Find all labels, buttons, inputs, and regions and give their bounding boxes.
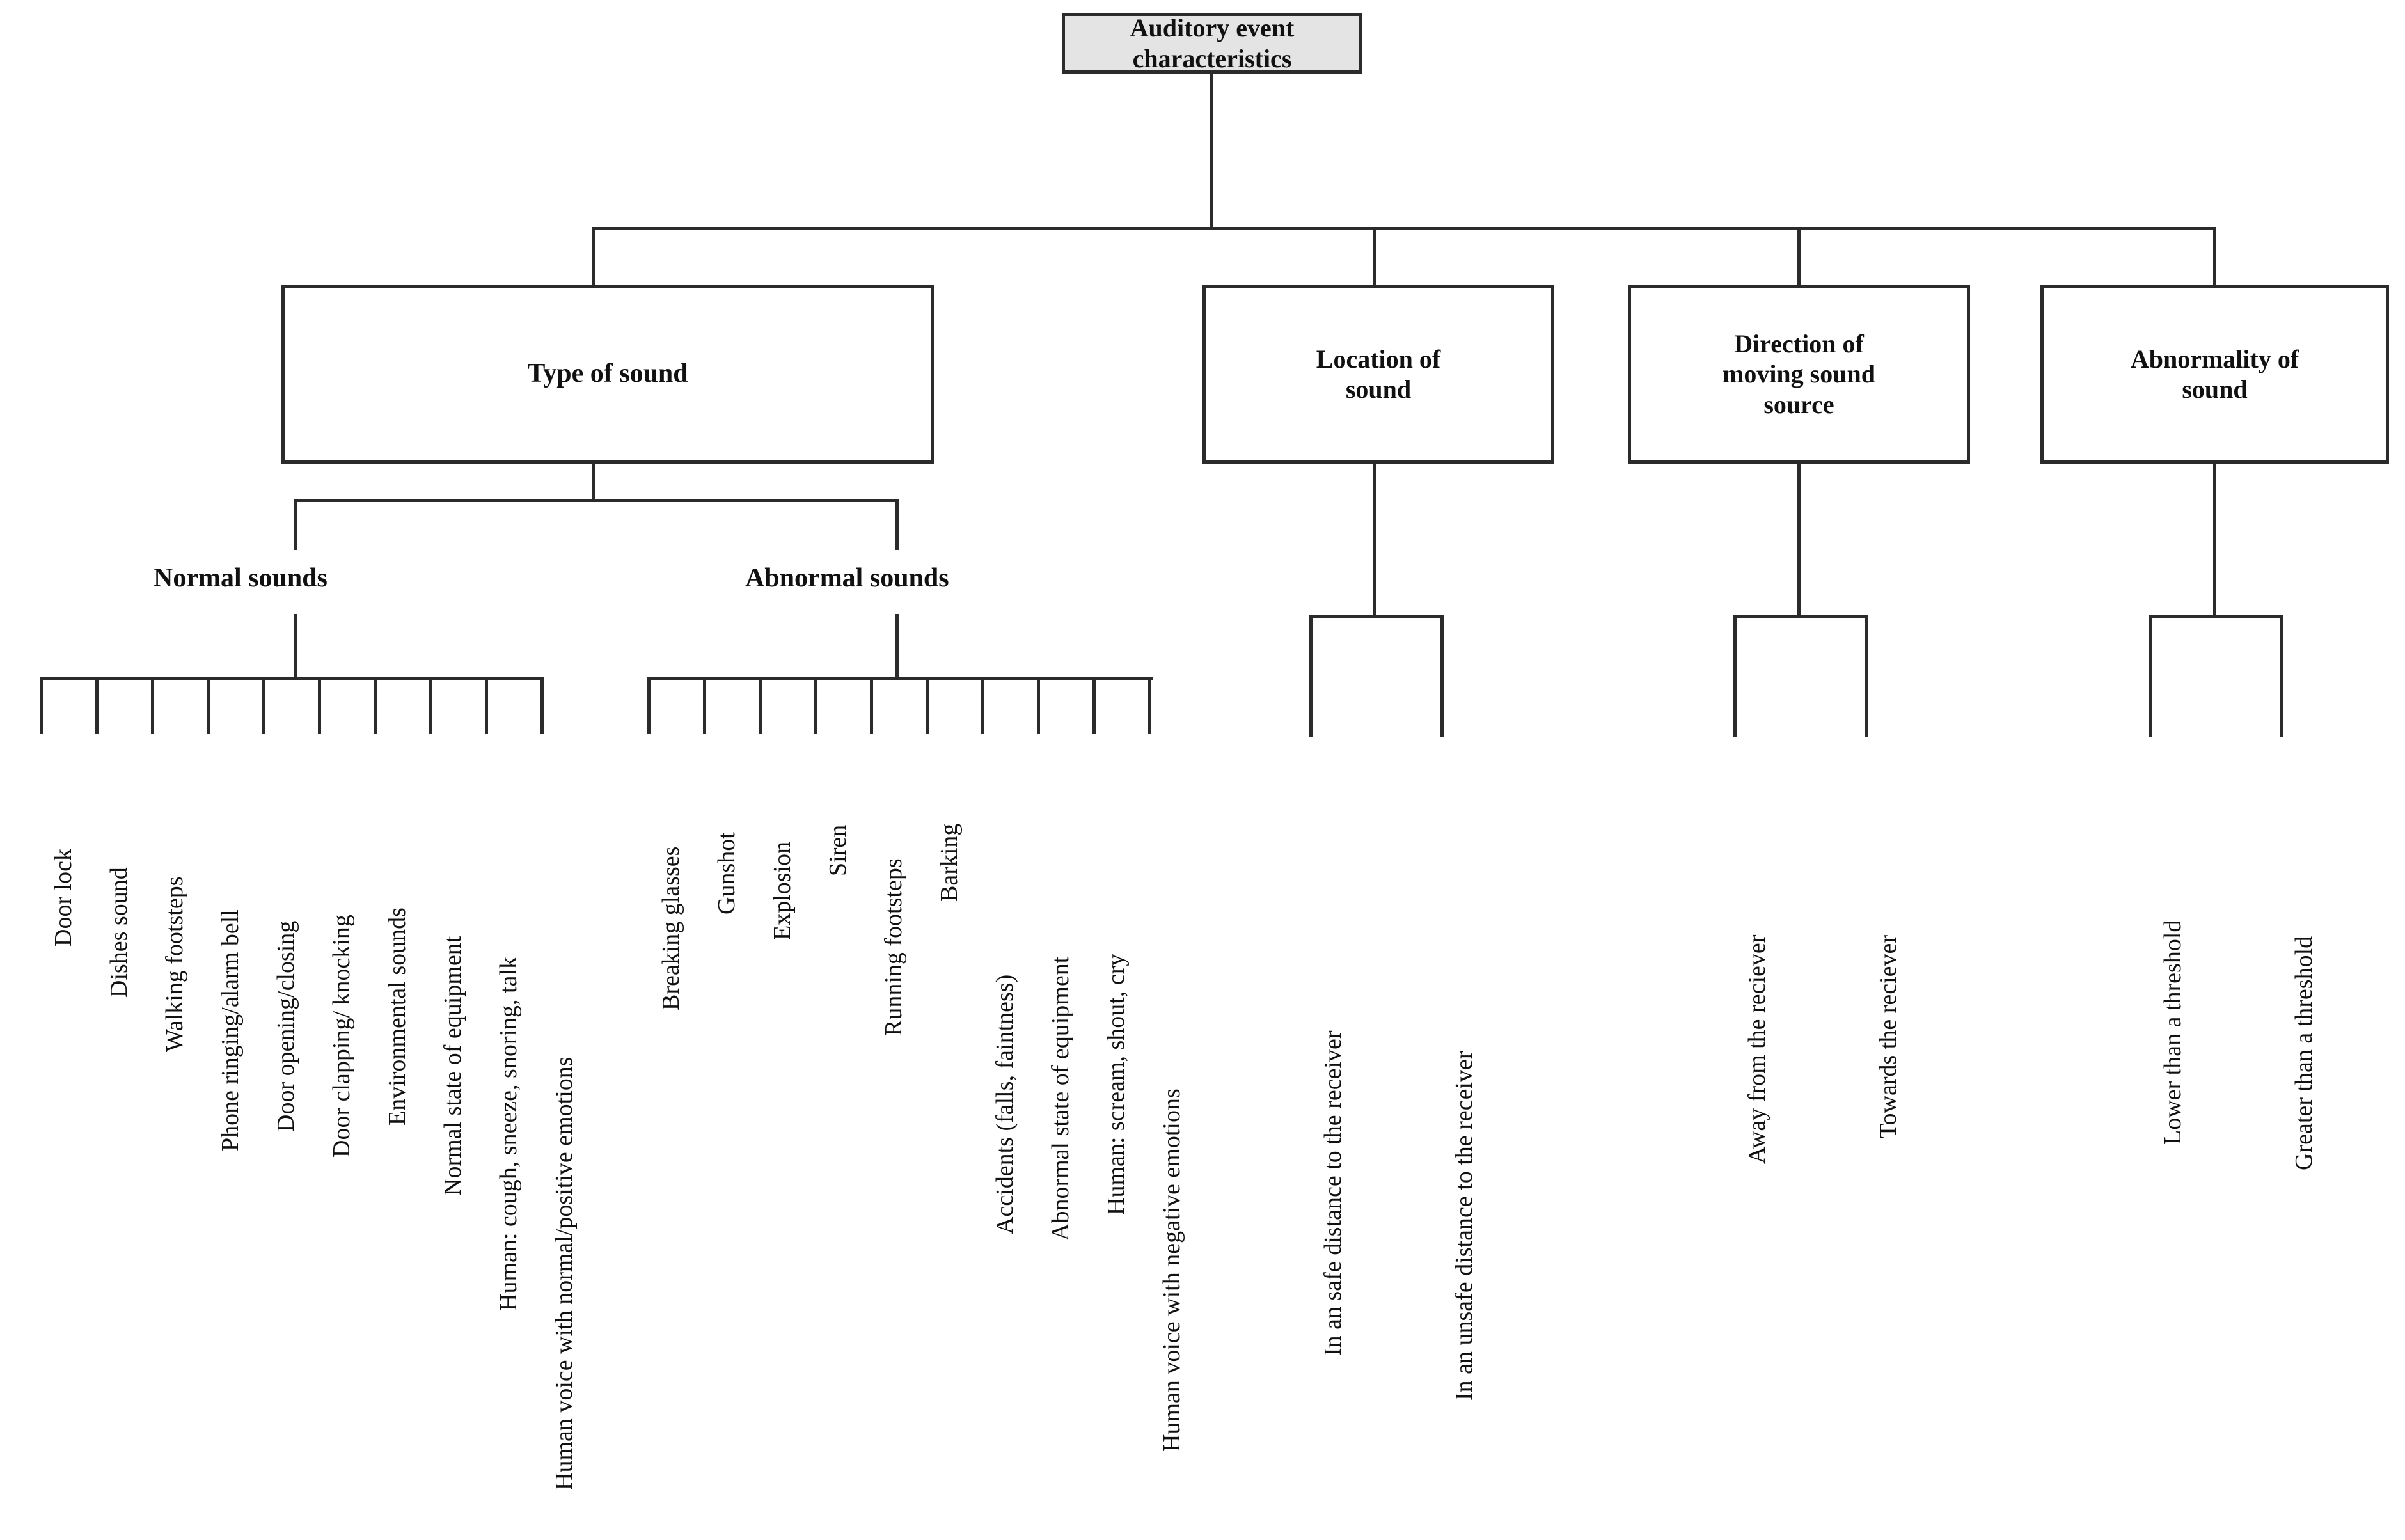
leaf-abnormal-1: Breaking glasses (658, 846, 684, 1010)
tick-abnormality-2 (2280, 615, 2283, 737)
tick-normal-9 (485, 677, 488, 734)
leaf-abnormal-6: Barking (936, 823, 963, 902)
node-direction-of-moving-sound-source: Direction of moving sound source (1628, 285, 1970, 464)
node-root: Auditory event characteristics (1062, 13, 1362, 74)
connector-abnormality-stem (2213, 464, 2216, 617)
leaf-normal-10: Human voice with normal/positive emotion… (551, 1057, 578, 1490)
connector-bus-to-abnormality (2213, 227, 2216, 285)
node-type-of-sound: Type of sound (281, 285, 934, 464)
connector-direction-bar (1733, 615, 1868, 618)
leaf-normal-8: Normal state of equipment (439, 936, 466, 1196)
connector-bus-to-location (1373, 227, 1376, 285)
leaf-abnormality-1: Lower than a threshold (2159, 920, 2186, 1145)
leaf-normal-3: Walking footsteps (161, 876, 188, 1052)
connector-location-stem (1373, 464, 1376, 617)
connector-abnormal-comb-bar (647, 677, 1153, 680)
tick-abnormal-4 (814, 677, 817, 734)
connector-abnormality-bar (2149, 615, 2283, 618)
node-direction-label-line1: Direction of (1734, 329, 1864, 359)
tick-normal-5 (262, 677, 265, 734)
node-location-of-sound: Location of sound (1202, 285, 1554, 464)
connector-normal-stem (294, 614, 297, 678)
tick-abnormal-6 (926, 677, 929, 734)
tick-location-2 (1440, 615, 1444, 737)
leaf-direction-2: Towards the reciever (1875, 934, 1902, 1138)
leaf-location-1: In an safe distance to the receiver (1320, 1030, 1346, 1356)
leaf-normal-9: Human: cough, sneeze, snoring, talk (495, 956, 522, 1311)
leaf-abnormal-10: Human voice with negative emotions (1158, 1088, 1185, 1452)
connector-type-stem (592, 464, 595, 501)
tick-normal-1 (40, 677, 43, 734)
tick-abnormal-5 (870, 677, 873, 734)
connector-abnormal-stem (895, 614, 899, 678)
tick-normal-6 (318, 677, 321, 734)
node-direction-label-line2: moving sound (1723, 359, 1875, 389)
tick-direction-1 (1733, 615, 1737, 737)
leaf-normal-6: Door clapping/ knocking (328, 915, 355, 1158)
tick-location-1 (1309, 615, 1313, 737)
leaf-normal-5: Door opening/closing (272, 920, 299, 1132)
tick-normal-10 (540, 677, 544, 734)
leaf-abnormal-5: Running footsteps (880, 858, 907, 1036)
node-type-of-sound-label: Type of sound (527, 359, 688, 389)
connector-location-bar (1309, 615, 1444, 618)
node-location-of-sound-label-line1: Location of (1316, 344, 1441, 373)
tick-normal-2 (95, 677, 99, 734)
connector-root-stem (1210, 74, 1213, 229)
node-abnormality-of-sound: Abnormality of sound (2040, 285, 2389, 464)
leaf-abnormal-8: Abnormal state of equipment (1047, 956, 1074, 1241)
tick-normal-4 (207, 677, 210, 734)
leaf-abnormal-3: Explosion (769, 841, 796, 940)
leaf-abnormal-7: Accidents (falls, faintness) (991, 974, 1018, 1234)
tick-normal-3 (151, 677, 154, 734)
connector-type-bus (294, 499, 899, 502)
leaf-normal-1: Door lock (50, 848, 77, 947)
node-normal-sounds-label: Normal sounds (154, 563, 327, 593)
tick-direction-2 (1865, 615, 1868, 737)
leaf-normal-4: Phone ringing/alarm bell (217, 909, 244, 1151)
leaf-abnormal-9: Human: scream, shout, cry (1103, 954, 1130, 1215)
node-abnormality-label-line1: Abnormality of (2130, 344, 2299, 373)
node-direction-label-line3: source (1763, 389, 1834, 419)
tick-normal-7 (374, 677, 377, 734)
connector-bus-to-direction (1797, 227, 1801, 285)
tick-abnormal-3 (759, 677, 762, 734)
tick-abnormal-2 (703, 677, 706, 734)
tick-abnormal-8 (1037, 677, 1040, 734)
leaf-normal-7: Environmental sounds (384, 908, 411, 1126)
connector-normal-comb-bar (40, 677, 544, 680)
leaf-location-2: In an unsafe distance to the receiver (1451, 1051, 1478, 1401)
leaf-abnormal-2: Gunshot (713, 832, 740, 915)
connector-level1-bus (592, 227, 2216, 230)
leaf-abnormality-2: Greater than a threshold (2291, 936, 2317, 1170)
leaf-normal-2: Dishes sound (106, 867, 132, 998)
connector-direction-stem (1797, 464, 1801, 617)
node-abnormal-sounds-label: Abnormal sounds (745, 563, 949, 593)
tick-abnormal-1 (647, 677, 651, 734)
tick-abnormal-9 (1092, 677, 1096, 734)
tick-abnormal-7 (981, 677, 984, 734)
tick-abnormal-10 (1148, 677, 1151, 734)
tick-normal-8 (429, 677, 432, 734)
connector-to-abnormal-sounds (895, 499, 899, 550)
tick-abnormality-1 (2149, 615, 2152, 737)
node-location-of-sound-label-line2: sound (1345, 375, 1412, 404)
leaf-direction-1: Away from the reciever (1744, 934, 1770, 1164)
leaf-abnormal-4: Siren (824, 824, 851, 876)
connector-bus-to-type (592, 227, 595, 285)
node-root-label: Auditory event characteristics (1130, 13, 1295, 73)
node-abnormality-label-line2: sound (2182, 375, 2248, 404)
connector-to-normal-sounds (294, 499, 297, 550)
